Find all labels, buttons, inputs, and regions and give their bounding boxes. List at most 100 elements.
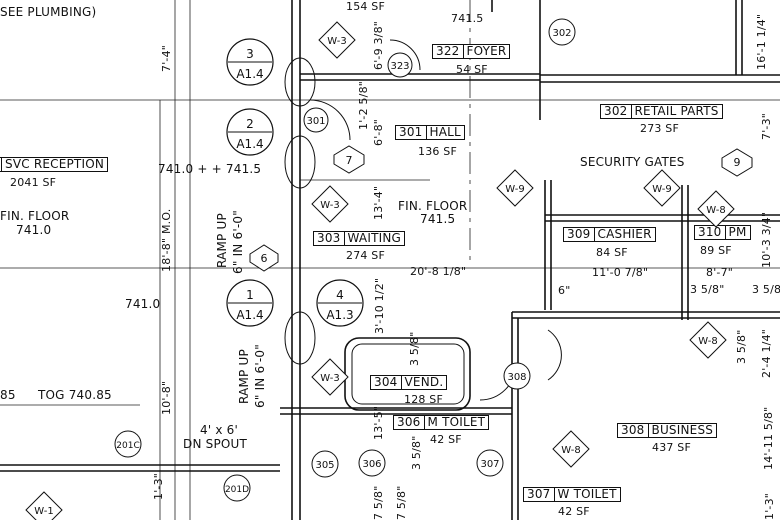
dim-11-0: 11'-0 7/8" <box>592 266 649 279</box>
section-marker-4: 4 A1.3 <box>316 279 364 327</box>
svg-text:305: 305 <box>315 460 334 471</box>
svg-text:201C: 201C <box>116 441 139 451</box>
room-302-area: 273 SF <box>640 122 680 135</box>
room-309-area: 84 SF <box>596 246 628 259</box>
svg-text:W-8: W-8 <box>706 205 725 216</box>
note-85: 85 <box>0 388 16 402</box>
svg-text:3: 3 <box>246 47 254 61</box>
wall-tag-w8-b: W-8 <box>689 321 727 359</box>
wall-tag-w3-a: W-3 <box>318 21 356 59</box>
ellipse-door-markers <box>284 57 316 365</box>
section-marker-3: 3 A1.4 <box>226 38 274 86</box>
note-fin-floor-mid-val: 741.5 <box>420 212 456 226</box>
room-svc-reception: ​SVC RECEPTION <box>0 157 109 172</box>
dim-6: 6" <box>558 284 571 297</box>
svg-text:W-3: W-3 <box>327 36 346 47</box>
dim-20-8: 20'-8 1/8" <box>410 265 467 278</box>
top-area-b: 741.5 <box>451 12 484 25</box>
note-downspout-b: DN SPOUT <box>183 437 248 451</box>
svg-text:1: 1 <box>246 288 254 302</box>
svg-text:302: 302 <box>552 28 571 39</box>
door-tag-307: 307 <box>476 449 504 477</box>
hex-tag-6: 6 <box>249 244 279 272</box>
door-tag-302: 302 <box>548 18 576 46</box>
door-tag-308: 308 <box>503 362 531 390</box>
note-elev-mid: 741.0 <box>125 297 161 311</box>
room-svc-reception-area: 2041 SF <box>10 176 57 189</box>
room-304-area: 128 SF <box>404 393 444 406</box>
svg-text:201D: 201D <box>225 485 249 495</box>
note-fin-floor-left: FIN. FLOOR <box>0 209 70 223</box>
svg-text:A1.4: A1.4 <box>236 67 263 81</box>
svg-text:W-1: W-1 <box>34 506 53 517</box>
door-tag-201d: 201D <box>223 474 251 502</box>
dim-3-5-right: 3 5/8" <box>752 283 780 296</box>
room-322-area: 54 SF <box>456 63 488 76</box>
note-downspout-a: 4' x 6' <box>200 423 238 437</box>
wall-tag-w3-c: W-3 <box>311 358 349 396</box>
wall-tag-w9-a: W-9 <box>496 169 534 207</box>
svg-text:9: 9 <box>734 156 741 169</box>
section-marker-1: 1 A1.4 <box>226 279 274 327</box>
svg-text:301: 301 <box>306 116 325 127</box>
svg-text:308: 308 <box>507 372 526 383</box>
svg-text:307: 307 <box>480 459 499 470</box>
svg-text:A1.4: A1.4 <box>236 308 263 322</box>
door-tag-201c: 201C <box>114 430 142 458</box>
wall-tag-w8-a: W-8 <box>697 190 735 228</box>
door-tag-301: 301 <box>303 107 329 133</box>
dim-3-5-left: 3 5/8" <box>690 283 725 296</box>
hex-tag-9: 9 <box>721 148 753 177</box>
svg-text:2: 2 <box>246 117 254 131</box>
wall-tag-w1: W-1 <box>25 491 63 520</box>
svg-text:W-8: W-8 <box>561 445 580 456</box>
note-fin-floor-mid: FIN. FLOOR <box>398 199 468 213</box>
svg-text:W-3: W-3 <box>320 200 339 211</box>
svg-text:7: 7 <box>346 154 353 167</box>
note-see-plumbing: SEE PLUMBING) <box>0 5 97 19</box>
wall-tag-w8-c: W-8 <box>552 430 590 468</box>
door-tag-305: 305 <box>311 450 339 478</box>
room-301-area: 136 SF <box>418 145 458 158</box>
room-303-area: 274 SF <box>346 249 386 262</box>
svg-text:W-9: W-9 <box>505 184 524 195</box>
top-area-a: 154 SF <box>346 0 386 13</box>
svg-text:323: 323 <box>390 61 409 72</box>
room-310-area: 89 SF <box>700 244 732 257</box>
svg-text:A1.4: A1.4 <box>236 137 263 151</box>
section-marker-2: 2 A1.4 <box>226 108 274 156</box>
svg-text:W-3: W-3 <box>320 373 339 384</box>
svg-text:W-8: W-8 <box>698 336 717 347</box>
door-tag-323: 323 <box>387 52 413 78</box>
svg-text:6: 6 <box>261 252 268 265</box>
note-fin-floor-left-val: 741.0 <box>16 223 52 237</box>
room-308-area: 437 SF <box>652 441 692 454</box>
door-tag-306: 306 <box>358 449 386 477</box>
room-306-area: 42 SF <box>430 433 462 446</box>
wall-tag-w9-b: W-9 <box>643 169 681 207</box>
svg-text:W-9: W-9 <box>652 184 671 195</box>
note-elev-top: 741.0 + + 741.5 <box>158 162 262 176</box>
note-security-gates: SECURITY GATES <box>580 155 685 169</box>
dim-8-7: 8'-7" <box>706 266 734 279</box>
hex-tag-7: 7 <box>333 145 365 174</box>
note-tog: TOG 740.85 <box>38 388 112 402</box>
room-307-area: 42 SF <box>558 505 590 518</box>
svg-text:A1.3: A1.3 <box>326 308 353 322</box>
wall-tag-w3-b: W-3 <box>311 185 349 223</box>
svg-text:306: 306 <box>362 459 381 470</box>
